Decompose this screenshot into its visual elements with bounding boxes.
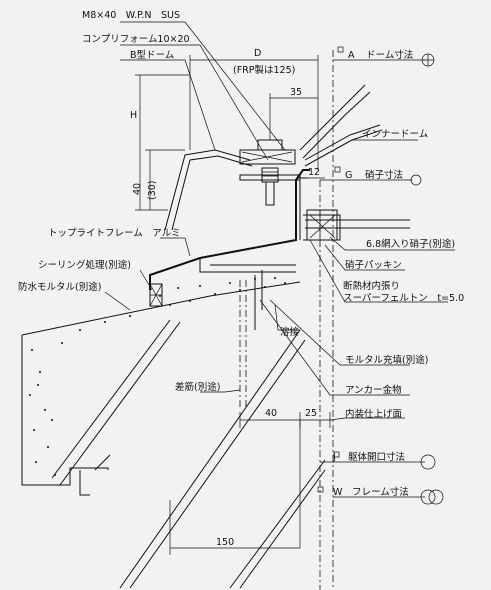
label-mortar-fill: モルタル充填(別途)	[345, 354, 428, 366]
ref-G-label: 硝子寸法	[365, 169, 403, 181]
label-insulation-1: 断熱材内張り	[343, 280, 400, 292]
ref-W-letter: W	[333, 487, 343, 498]
leader-lines	[104, 21, 455, 421]
label-dome-type: B型ドーム	[130, 50, 174, 61]
dim-D-note: (FRP製は125)	[233, 64, 295, 76]
ref-G-letter: G	[345, 170, 352, 181]
label-sponge: コンプリフォーム10×20	[82, 34, 190, 45]
label-welding: 溶接	[280, 326, 300, 338]
bolt	[239, 139, 301, 206]
label-wired-glass: 6.8網入り硝子(別途)	[366, 238, 455, 250]
dim-35: 35	[290, 87, 302, 98]
ref-W-label: フレーム寸法	[352, 486, 409, 498]
dim-25: 25	[305, 408, 317, 419]
dome	[164, 84, 383, 231]
label-bolt: M8×40 W.P.N SUS	[82, 10, 180, 21]
dim-D: D	[254, 48, 261, 59]
dim-40b: 40	[265, 408, 277, 419]
wired-glass	[305, 219, 410, 229]
dim-40: 40	[132, 183, 143, 195]
ref-J-letter: J	[332, 452, 336, 463]
ref-J-label: 躯体開口寸法	[348, 451, 405, 463]
sealing-block	[149, 283, 163, 307]
reference-labels: A ドーム寸法 G 硝子寸法 J 躯体開口寸法 W フレーム寸法	[332, 49, 413, 498]
ref-A-label: ドーム寸法	[366, 49, 413, 61]
dim-H: H	[130, 110, 137, 121]
concrete-structure	[21, 277, 326, 589]
anchor-rebar	[239, 270, 263, 408]
label-inner-dome: インナードーム	[362, 129, 428, 140]
label-rebar: 差筋(別途)	[175, 381, 220, 393]
label-anchor: アンカー金物	[345, 384, 402, 396]
dimension-lines	[135, 46, 444, 590]
dimension-labels: D (FRP製は125) 35 H 40 (30) 12 40 25 150	[130, 48, 320, 548]
label-interior-finish: 内装仕上げ面	[345, 408, 402, 420]
dim-150: 150	[216, 537, 234, 548]
label-top-frame: トップライトフレーム アルミ	[48, 228, 181, 239]
dim-12: 12	[308, 167, 320, 178]
callout-labels: M8×40 W.P.N SUS コンプリフォーム10×20 B型ドーム インナー…	[18, 10, 464, 420]
label-waterproof-mortar: 防水モルタル(別途)	[18, 281, 101, 293]
label-glass-packing: 硝子パッキン	[345, 259, 402, 271]
label-sealing: シーリング処理(別途)	[38, 259, 131, 271]
dim-30: (30)	[147, 180, 158, 200]
ref-A-letter: A	[348, 50, 355, 61]
label-insulation-2: スーパーフェルトン t=5.0	[343, 293, 464, 304]
